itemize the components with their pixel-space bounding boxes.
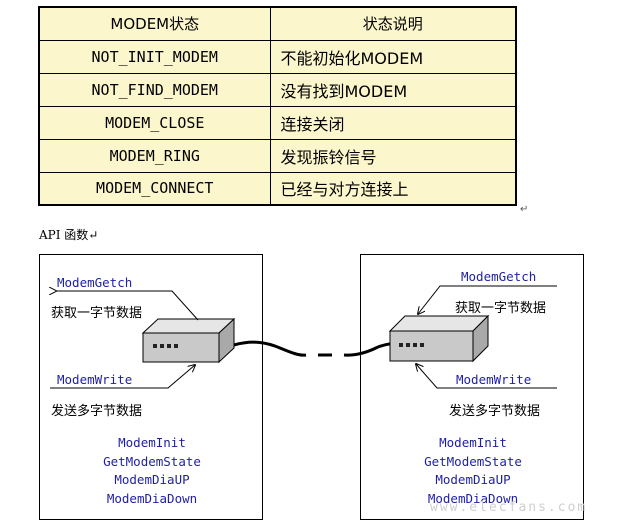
connection-cable <box>233 340 391 357</box>
modem-write-description: 发送多字节数据 <box>51 404 143 419</box>
left-getch-arrow-icon <box>56 291 199 321</box>
watermark: www.elecfans.com <box>430 500 588 515</box>
modem-getch-description: 获取一字节数据 <box>51 306 143 321</box>
api-function-item: ModemInit <box>118 435 186 450</box>
status-desc-cell: 发现振铃信号 <box>269 138 517 173</box>
api-function-item: GetModemState <box>424 453 522 469</box>
right-modem-device-icon <box>388 314 490 363</box>
modem-write-description: 发送多字节数据 <box>449 404 541 419</box>
table-row: NOT_INIT_MODEM 不能初始化MODEM <box>38 39 517 74</box>
modem-getch-description: 获取一字节数据 <box>455 301 547 316</box>
api-function-item: ModemDiaUP <box>435 472 511 487</box>
api-functions-title: API 函数↵ <box>39 228 99 242</box>
modem-write-label: ModemWrite <box>456 372 532 387</box>
right-getch-arrow-icon <box>418 285 557 314</box>
modem-write-label: ModemWrite <box>57 372 133 387</box>
status-code-cell: MODEM_RING <box>38 138 271 173</box>
table-row: MODEM_CONNECT 已经与对方连接上 <box>38 171 517 206</box>
api-function-item: ModemDiaDown <box>427 490 519 506</box>
left-modem-panel: ModemGetch 获取一字节数据 ModemWrite 发送多字节数据 Mo… <box>39 254 263 520</box>
modem-getch-label: ModemGetch <box>461 269 537 284</box>
table-row: MODEM_CLOSE 连接关闭 <box>38 105 517 140</box>
status-code-cell: NOT_FIND_MODEM <box>38 72 271 107</box>
api-function-item: GetModemState <box>103 453 201 469</box>
modem-getch-label: ModemGetch <box>57 275 133 290</box>
right-modem-panel: ModemGetch 获取一字节数据 ModemWrite 发送多字节数据 Mo… <box>360 254 584 520</box>
api-function-item: ModemInit <box>439 435 507 450</box>
right-write-arrow-icon <box>416 364 557 389</box>
api-function-item: ModemDiaUP <box>114 472 190 487</box>
status-code-cell: MODEM_CONNECT <box>38 171 271 206</box>
table-row: MODEM_RING 发现振铃信号 <box>38 138 517 173</box>
left-modem-device-icon <box>141 317 236 364</box>
status-desc-cell: 连接关闭 <box>269 105 517 140</box>
status-desc-cell: 没有找到MODEM <box>269 72 517 107</box>
api-function-item: ModemDiaDown <box>106 490 198 506</box>
modem-status-table: MODEM状态 状态说明 NOT_INIT_MODEM 不能初始化MODEM N… <box>38 6 517 206</box>
left-write-arrow-icon <box>50 365 195 389</box>
status-desc-cell: 已经与对方连接上 <box>269 171 517 206</box>
paragraph-return-mark: ↵ <box>520 204 529 215</box>
api-function-list: ModemInit GetModemState ModemDiaUP Modem… <box>361 434 585 508</box>
api-function-list: ModemInit GetModemState ModemDiaUP Modem… <box>40 434 264 508</box>
status-code-cell: NOT_INIT_MODEM <box>38 39 271 74</box>
table-row: NOT_FIND_MODEM 没有找到MODEM <box>38 72 517 107</box>
